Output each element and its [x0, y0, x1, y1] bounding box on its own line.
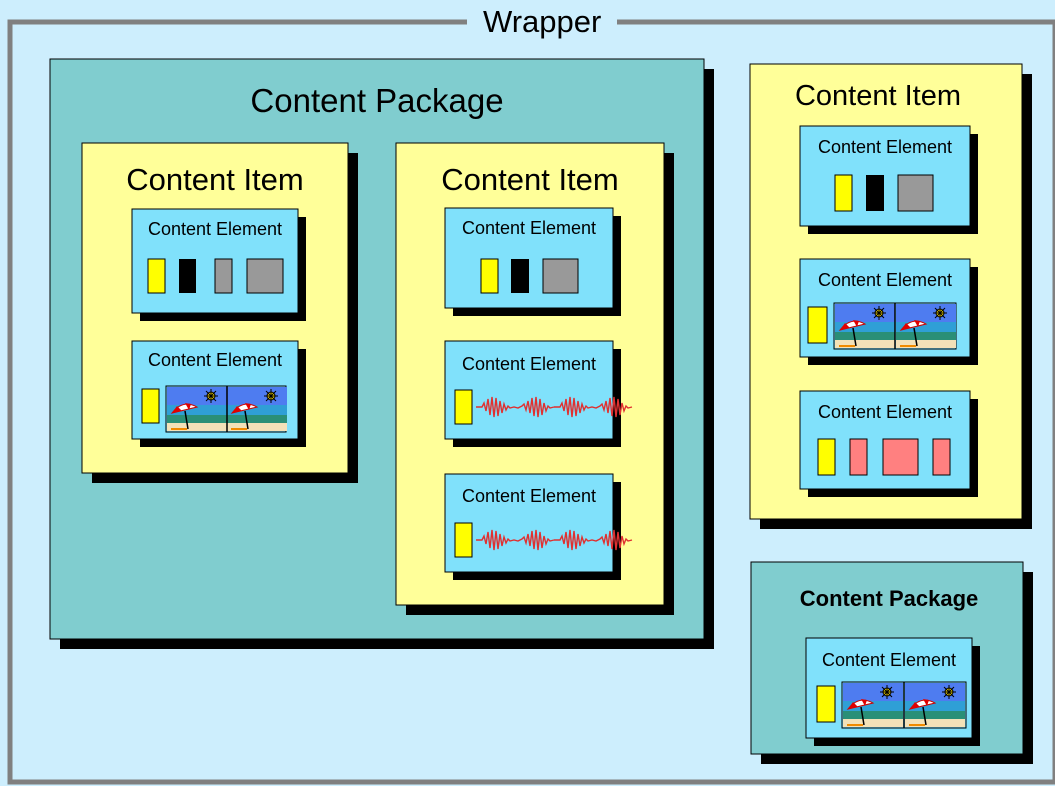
- pink-block-icon: [849, 438, 868, 476]
- beach-image-icon: [895, 303, 957, 349]
- yellow-block-icon: [816, 685, 836, 723]
- content-element-box: [799, 125, 971, 227]
- beach-image-icon: [166, 386, 228, 432]
- content-element-title: Content Element: [461, 486, 597, 506]
- content-element-title: Content Element: [147, 219, 283, 239]
- black-block-icon: [866, 175, 884, 211]
- content-element-box: [444, 340, 614, 440]
- black-block-icon: [179, 259, 196, 293]
- gray-block-icon: [246, 258, 284, 294]
- content-package-title: Content Package: [250, 82, 504, 119]
- content-element-title: Content Element: [821, 650, 957, 670]
- beach-image-icon: [904, 682, 966, 728]
- content-item-title: Content Item: [441, 162, 619, 197]
- gray-block-icon: [897, 174, 934, 212]
- content-element-title: Content Element: [461, 354, 597, 374]
- content-element-title: Content Element: [817, 270, 953, 290]
- beach-image-icon: [226, 386, 288, 432]
- yellow-block-icon: [817, 438, 836, 476]
- yellow-block-icon: [147, 258, 166, 294]
- beach-image-icon: [834, 303, 896, 349]
- content-element-title: Content Element: [817, 137, 953, 157]
- yellow-block-icon: [454, 522, 473, 558]
- content-element-title: Content Element: [817, 402, 953, 422]
- content-package-title: Content Package: [799, 586, 979, 611]
- beach-image-icon: [842, 682, 904, 728]
- gray-block-icon: [214, 258, 233, 294]
- yellow-block-icon: [807, 306, 828, 344]
- pink-block-icon: [882, 438, 919, 476]
- content-element-title: Content Element: [147, 350, 283, 370]
- pink-block-icon: [932, 438, 951, 476]
- yellow-block-icon: [834, 174, 853, 212]
- wrapper-label: Wrapper: [467, 6, 618, 37]
- content-element-box: [444, 473, 614, 573]
- black-block-icon: [511, 259, 529, 293]
- gray-block-icon: [542, 258, 579, 294]
- content-element-title: Content Element: [461, 218, 597, 238]
- content-item-title: Content Item: [126, 162, 304, 197]
- yellow-block-icon: [454, 389, 473, 425]
- content-item-title: Content Item: [794, 80, 962, 112]
- yellow-block-icon: [141, 388, 160, 424]
- yellow-block-icon: [480, 258, 499, 294]
